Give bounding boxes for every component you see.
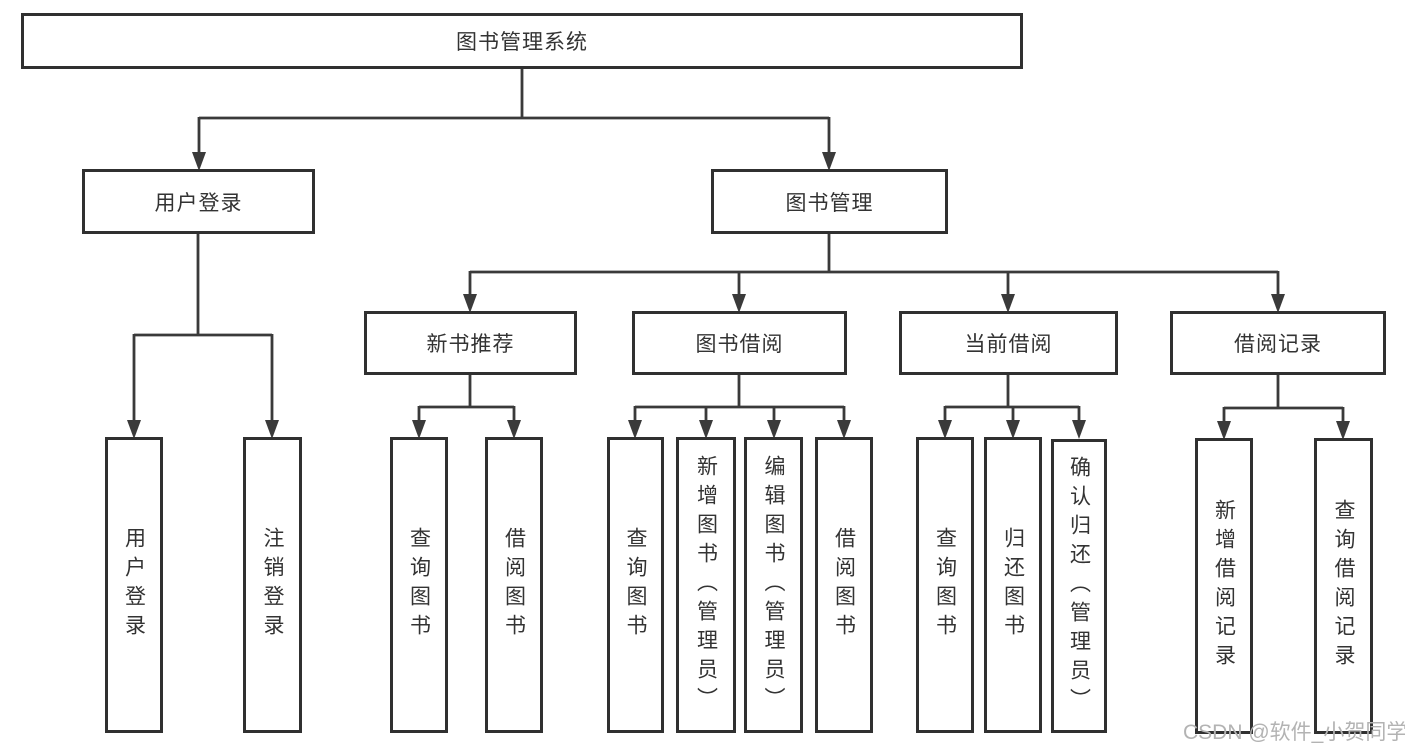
node-label: 借阅图书 — [832, 527, 856, 643]
connector-new-book-to-leaves — [412, 375, 521, 439]
node-label: 编辑图书（管理员） — [762, 454, 785, 716]
node-label: 新增图书（管理员） — [694, 454, 718, 716]
node-user-login: 用户登录 — [82, 169, 315, 234]
node-label: 用户登录 — [154, 191, 243, 215]
node-label: 图书借阅 — [695, 333, 784, 356]
connector-book-management-to-level3 — [463, 234, 1285, 313]
node-label: 图书管理 — [785, 191, 874, 215]
node-label: 查询图书 — [624, 527, 647, 643]
connector-user-login-to-leaves — [127, 234, 279, 439]
watermark-text: CSDN @软件_小贺同学 — [1183, 721, 1405, 744]
node-current-borrowing: 当前借阅 — [899, 311, 1118, 375]
connector-current-borrowing-to-leaves — [938, 375, 1086, 439]
leaf-query-books-recommend: 查询图书 — [390, 437, 448, 733]
leaf-query-books-borrowing: 查询图书 — [607, 437, 664, 733]
node-book-borrowing: 图书借阅 — [632, 311, 847, 375]
node-label: 查询图书 — [933, 527, 957, 643]
node-label: 当前借阅 — [964, 333, 1053, 356]
node-borrowing-records: 借阅记录 — [1170, 311, 1386, 375]
leaf-query-borrowing-record: 查询借阅记录 — [1314, 438, 1373, 734]
node-label: 用户登录 — [122, 527, 146, 643]
node-label: 注销登录 — [261, 527, 284, 643]
leaf-query-books-current: 查询图书 — [916, 437, 974, 733]
leaf-add-book-admin: 新增图书（管理员） — [676, 437, 736, 733]
node-label: 借阅图书 — [502, 527, 526, 643]
node-label: 查询图书 — [407, 527, 431, 643]
connector-borrowing-records-to-leaves — [1217, 375, 1350, 440]
node-new-book-recommendation: 新书推荐 — [364, 311, 577, 375]
connector-book-borrowing-to-leaves — [628, 375, 851, 439]
node-label: 归还图书 — [1001, 527, 1025, 643]
connector-root-to-level2 — [192, 69, 836, 171]
node-label: 借阅记录 — [1234, 333, 1322, 356]
node-book-management: 图书管理 — [711, 169, 948, 234]
node-label: 新书推荐 — [426, 333, 515, 356]
node-label: 查询借阅记录 — [1332, 499, 1355, 673]
node-label: 图书管理系统 — [456, 31, 588, 54]
node-label: 新增借阅记录 — [1212, 499, 1236, 673]
leaf-add-borrowing-record: 新增借阅记录 — [1195, 438, 1253, 734]
leaf-user-login: 用户登录 — [105, 437, 163, 733]
leaf-borrow-books-borrowing: 借阅图书 — [815, 437, 873, 733]
node-library-management-system: 图书管理系统 — [21, 13, 1023, 69]
leaf-logout: 注销登录 — [243, 437, 302, 733]
leaf-edit-book-admin: 编辑图书（管理员） — [744, 437, 803, 733]
leaf-borrow-books-recommend: 借阅图书 — [485, 437, 543, 733]
leaf-confirm-return-admin: 确认归还（管理员） — [1051, 439, 1107, 733]
leaf-return-books: 归还图书 — [984, 437, 1042, 733]
node-label: 确认归还（管理员） — [1067, 455, 1091, 717]
